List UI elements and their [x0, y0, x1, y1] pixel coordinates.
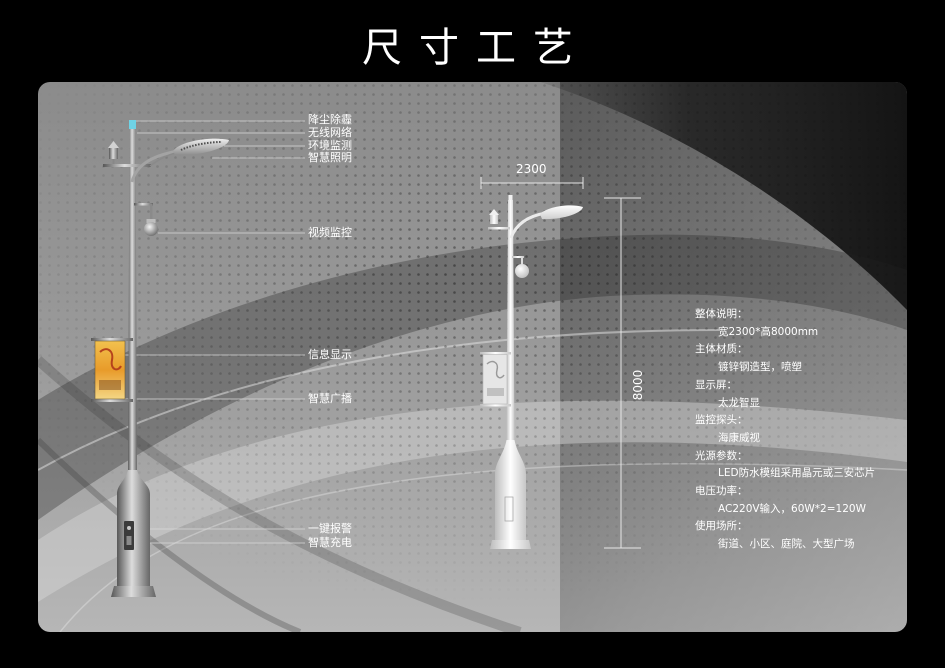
spec-list: 整体说明： 宽2300*高8000mm 主体材质： 镀锌钢造型，喷塑 显示屏： …	[695, 306, 875, 554]
dim-camera-bracket	[512, 256, 524, 258]
spec-value-light-source: LED防水模组采用晶元或三安芯片	[718, 467, 876, 480]
detail-lamp-led-panel	[180, 141, 223, 151]
feature-label-alarm: 一键报警	[308, 522, 352, 535]
spec-value-usage: 街道、小区、庭院、大型广场	[718, 538, 855, 551]
page-title: 尺寸工艺	[362, 25, 590, 71]
dim-mini-lantern-cap	[489, 209, 499, 215]
feature-label-video: 视频监控	[308, 226, 352, 239]
detail-crossbar-arm	[103, 164, 151, 167]
smart-pole-detailed	[91, 120, 229, 597]
detail-pole-base-transition	[117, 470, 150, 494]
dim-pole-base-foot	[490, 540, 531, 549]
smart-pole-dimension-view	[480, 195, 583, 549]
dim-dome-camera	[515, 264, 529, 278]
spec-label-light-source: 光源参数：	[695, 449, 748, 462]
dim-banner-bottom-bracket	[480, 404, 511, 407]
dimension-lines	[480, 177, 641, 549]
spec-value-material: 镀锌钢造型，喷塑	[718, 361, 802, 374]
dot-pattern	[38, 82, 907, 632]
detail-mini-lantern-body	[109, 148, 118, 159]
feature-label-charging: 智慧充电	[308, 536, 352, 549]
leader-lines	[125, 120, 305, 544]
dim-street-lamp-head	[540, 205, 583, 220]
background-panel	[38, 82, 907, 632]
spec-value-power: AC220V输入，60W*2=120W	[718, 502, 866, 515]
detail-camera-mount	[146, 219, 156, 223]
detail-banner-artwork	[99, 348, 122, 371]
dim-pole-shaft	[506, 200, 515, 442]
dim-banner-top-bracket	[480, 352, 511, 355]
feature-label-dust-removal: 降尘除霾	[308, 113, 352, 126]
dim-base-access-panel	[504, 496, 514, 522]
dim-crossbar-arm	[488, 227, 510, 230]
dim-pole-base-cabinet	[495, 474, 526, 540]
spec-label-display: 显示屏：	[695, 378, 737, 391]
detail-camera-bracket	[134, 203, 153, 206]
spec-label-camera: 监控探头：	[695, 414, 748, 427]
dim-pole-base-transition	[495, 440, 526, 474]
spec-label-usage: 使用场所：	[695, 520, 748, 533]
dim-mini-lantern-body	[490, 215, 498, 224]
spec-label-power: 电压功率：	[695, 485, 748, 498]
detail-emergency-panel	[124, 521, 134, 550]
detail-banner-top-bracket	[91, 338, 133, 341]
alarm-button-icon	[127, 526, 131, 530]
detail-banner-bottom-bracket	[91, 399, 133, 402]
feature-label-broadcast: 智慧广播	[308, 392, 352, 405]
width-dimension-value: 2300	[516, 162, 547, 176]
feature-label-lighting: 智慧照明	[308, 151, 352, 164]
detail-camera-hanger	[150, 204, 153, 220]
dim-camera-hanger	[521, 257, 523, 265]
detail-pole-top-sensor	[129, 120, 136, 129]
charging-port-icon	[126, 536, 132, 545]
detail-mini-lantern-stem	[112, 159, 115, 164]
detail-pole-shaft	[128, 129, 137, 472]
dim-banner-artwork	[486, 360, 505, 379]
detail-banner-caption-strip	[99, 380, 121, 390]
feature-label-wireless: 无线网络	[308, 126, 352, 139]
detail-mini-lantern-cap	[108, 141, 119, 148]
detail-lamp-arm	[130, 149, 179, 183]
height-dimension-value: 8000	[631, 369, 645, 401]
spec-label-material: 主体材质：	[695, 343, 748, 356]
dim-banner-caption-strip	[487, 388, 504, 396]
detail-pole-base-foot	[111, 586, 156, 597]
detail-street-lamp-head	[173, 138, 229, 156]
feature-label-info-display: 信息显示	[308, 348, 352, 361]
feature-label-environment: 环境监测	[308, 139, 352, 152]
spec-label-overall: 整体说明：	[695, 308, 748, 320]
spec-value-camera: 海康威视	[718, 431, 760, 444]
detail-lamp-arm-support	[149, 152, 177, 167]
dim-pole-top-finial	[508, 195, 513, 200]
detail-dome-camera	[144, 222, 158, 236]
spec-value-display: 太龙智显	[718, 396, 760, 409]
spec-value-overall: 宽2300*高8000mm	[718, 325, 819, 338]
